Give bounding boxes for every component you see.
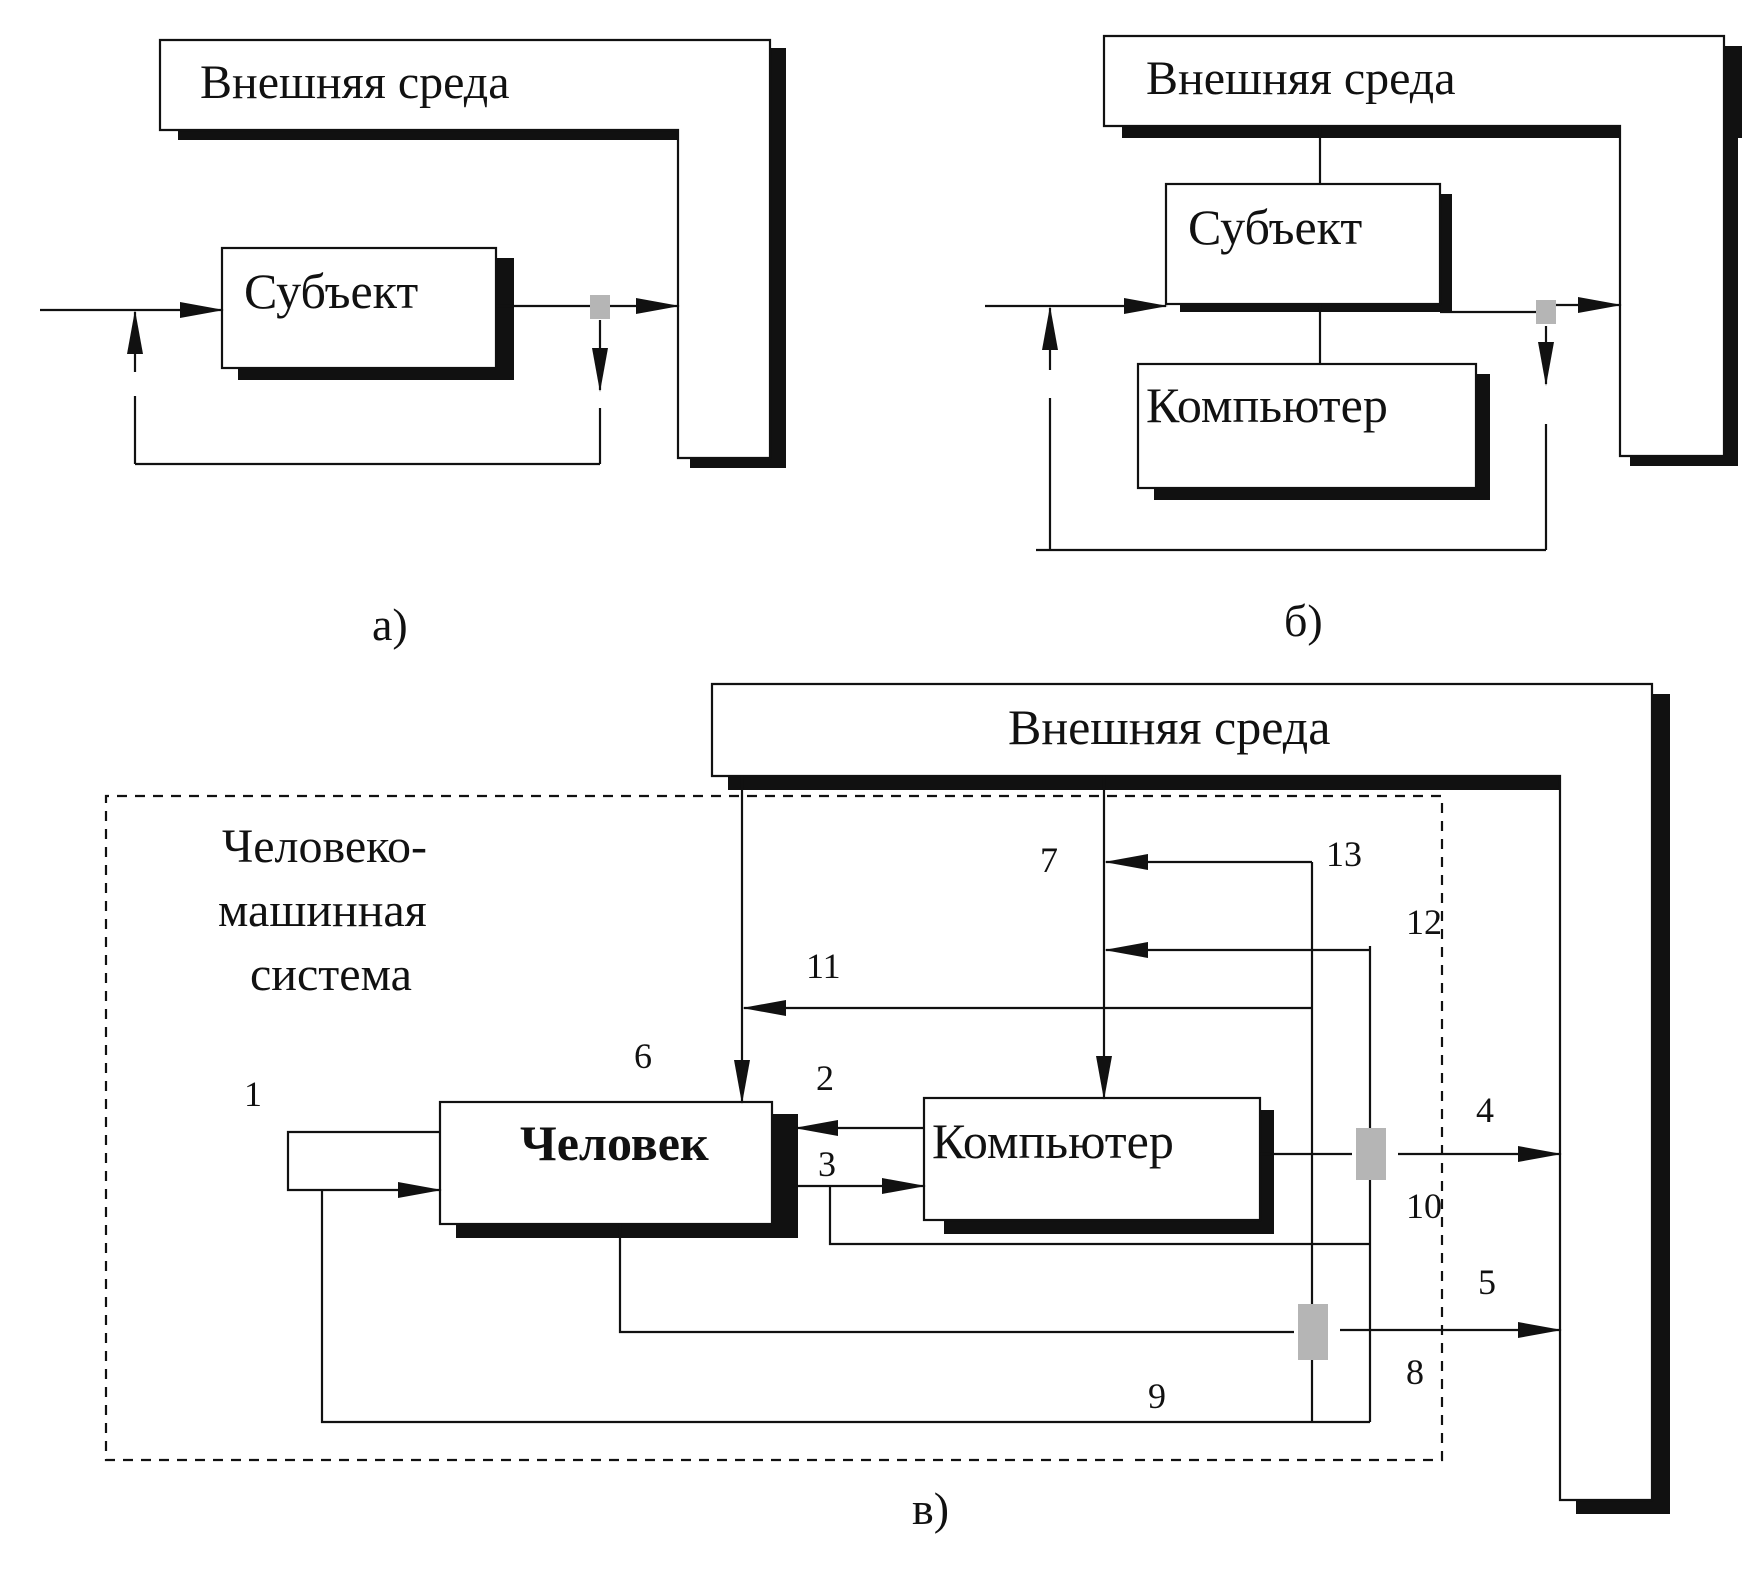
system-boundary bbox=[104, 794, 1444, 1462]
branch-node-b bbox=[1536, 300, 1556, 324]
human-label: Человек bbox=[520, 1115, 709, 1171]
num-4: 4 bbox=[1476, 1090, 1494, 1130]
env-box-a bbox=[158, 38, 772, 460]
panel-a: Внешняя среда Субъект а) bbox=[40, 38, 786, 650]
flow-9 bbox=[320, 1190, 1370, 1424]
num-12: 12 bbox=[1406, 902, 1442, 942]
env-box-c bbox=[710, 682, 1654, 1502]
env-box-b bbox=[1102, 34, 1726, 458]
subject-box-b bbox=[1164, 182, 1442, 306]
num-8: 8 bbox=[1406, 1352, 1424, 1392]
computer-label-c: Компьютер bbox=[932, 1113, 1174, 1169]
num-7: 7 bbox=[1040, 840, 1058, 880]
num-9: 9 bbox=[1148, 1376, 1166, 1416]
computer-box-c bbox=[922, 1096, 1262, 1222]
panel-b: Внешняя среда Субъект Компьютер б) bbox=[985, 34, 1742, 646]
num-5: 5 bbox=[1478, 1262, 1496, 1302]
env-label-c: Внешняя среда bbox=[1008, 699, 1330, 755]
num-1: 1 bbox=[244, 1074, 262, 1114]
system-label-line1: Человеко- bbox=[222, 820, 427, 873]
flow-10-line bbox=[828, 1186, 1370, 1246]
human-box bbox=[438, 1100, 774, 1226]
caption-b: б) bbox=[1284, 595, 1323, 646]
num-10: 10 bbox=[1406, 1186, 1442, 1226]
flow-1 bbox=[286, 1130, 442, 1198]
num-13: 13 bbox=[1326, 834, 1362, 874]
system-label-line2: машинная bbox=[218, 884, 427, 937]
caption-c: в) bbox=[912, 1483, 949, 1534]
branch-node-c1 bbox=[1356, 1128, 1386, 1180]
subject-box-a bbox=[220, 246, 498, 370]
panel-c: Внешняя среда Человеко- машинная система… bbox=[104, 682, 1670, 1534]
num-2: 2 bbox=[816, 1058, 834, 1098]
subject-label-b: Субъект bbox=[1188, 199, 1362, 255]
num-11: 11 bbox=[806, 946, 841, 986]
flow-5-line bbox=[618, 1224, 1294, 1334]
caption-a: а) bbox=[372, 599, 408, 650]
num-6: 6 bbox=[634, 1036, 652, 1076]
computer-box-b bbox=[1136, 362, 1478, 490]
branch-node-a bbox=[590, 295, 610, 319]
subject-label-a: Субъект bbox=[244, 263, 418, 319]
env-label-b: Внешняя среда bbox=[1146, 52, 1456, 105]
num-3: 3 bbox=[818, 1144, 836, 1184]
computer-label-b: Компьютер bbox=[1146, 377, 1388, 433]
system-label-line3: система bbox=[250, 948, 412, 1001]
branch-node-c2 bbox=[1298, 1304, 1328, 1360]
env-label-a: Внешняя среда bbox=[200, 56, 510, 109]
